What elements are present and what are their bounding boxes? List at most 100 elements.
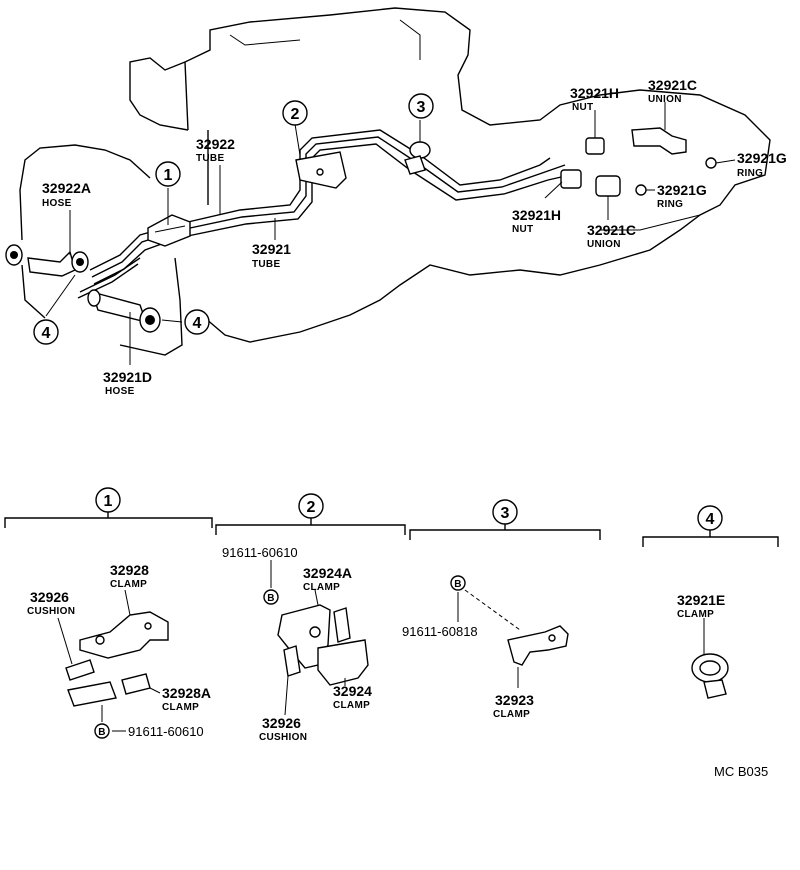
label-32921h-top: 32921H NUT: [570, 85, 619, 113]
svg-text:4: 4: [193, 315, 202, 332]
svg-text:32921C: 32921C: [587, 222, 636, 238]
svg-text:32921H: 32921H: [512, 207, 561, 223]
callout-2-upper: 2: [282, 100, 308, 126]
svg-text:NUT: NUT: [512, 224, 533, 235]
svg-text:32924A: 32924A: [303, 565, 352, 581]
cushion-32926-b-shape: [283, 645, 301, 677]
svg-text:32921E: 32921E: [677, 592, 725, 608]
svg-text:32921G: 32921G: [657, 182, 707, 198]
label-32921: 32921 TUBE: [252, 241, 291, 270]
svg-text:B: B: [98, 727, 106, 738]
clamp-32928-shape: [79, 611, 169, 659]
svg-text:32921: 32921: [252, 241, 291, 257]
svg-text:CUSHION: CUSHION: [27, 606, 75, 617]
bolt-b3: B: [450, 575, 466, 591]
label-32921g-mid: 32921G RING: [657, 182, 707, 210]
svg-text:TUBE: TUBE: [252, 259, 280, 270]
svg-text:32926: 32926: [30, 589, 69, 605]
leader-lines-upper: [45, 102, 736, 365]
clamp-32924-shape: [317, 639, 369, 686]
svg-text:1: 1: [104, 493, 113, 510]
svg-text:CLAMP: CLAMP: [303, 582, 340, 593]
svg-text:32923: 32923: [495, 692, 534, 708]
ring-32921g-mid-shape: [635, 184, 647, 196]
callout-2-detail: 2: [298, 493, 324, 519]
label-32924a: 32924A CLAMP: [303, 565, 352, 593]
svg-text:CLAMP: CLAMP: [493, 709, 530, 720]
bolt-b1: B 91611-60610: [94, 723, 204, 739]
clamp-2-on-tube: [295, 151, 347, 189]
cushion-32926-a-shape: [65, 659, 95, 681]
callout-1-upper: 1: [155, 161, 181, 187]
clamp-32923-shape: [507, 625, 569, 666]
label-32922a: 32922A HOSE: [42, 180, 91, 209]
union-32921c-top-shape: [631, 127, 687, 155]
label-32926-a: 32926 CUSHION: [27, 589, 75, 617]
svg-text:B: B: [454, 579, 462, 590]
callout-3-detail: 3: [492, 499, 518, 525]
detail-4-parts: [691, 618, 729, 699]
clamp-32928a-shape: [67, 681, 117, 707]
callout-1-detail: 1: [95, 487, 121, 513]
svg-text:2: 2: [307, 499, 316, 516]
callout-4-upper-right: 4: [184, 309, 210, 335]
nut-32921h-top-shape: [585, 137, 605, 155]
fittings: [560, 127, 717, 197]
label-32921e: 32921E CLAMP: [677, 592, 725, 620]
svg-text:UNION: UNION: [648, 94, 682, 105]
svg-text:32921G: 32921G: [737, 150, 787, 166]
detail-3-parts: [457, 589, 569, 688]
svg-text:2: 2: [291, 106, 300, 123]
svg-text:3: 3: [417, 99, 426, 116]
label-32921d: 32921D HOSE: [103, 369, 152, 397]
svg-text:1: 1: [164, 167, 173, 184]
svg-text:4: 4: [706, 511, 715, 528]
svg-text:3: 3: [501, 505, 510, 522]
svg-text:RING: RING: [657, 199, 683, 210]
svg-text:32926: 32926: [262, 715, 301, 731]
detail-brackets: [4, 512, 779, 547]
label-32928a: 32928A CLAMP: [162, 685, 211, 713]
bolt-b2-code: 91611-60610: [222, 545, 298, 560]
svg-text:NUT: NUT: [572, 102, 593, 113]
svg-text:32922: 32922: [196, 136, 235, 152]
detail-2-parts: [270, 560, 369, 716]
clamp-1-on-tube: [147, 214, 191, 247]
svg-text:CLAMP: CLAMP: [677, 609, 714, 620]
svg-text:TUBE: TUBE: [196, 153, 224, 164]
svg-text:B: B: [267, 593, 275, 604]
callout-4-upper-left: 4: [33, 319, 59, 345]
svg-text:32924: 32924: [333, 683, 372, 699]
label-32921h-mid: 32921H NUT: [512, 207, 561, 235]
svg-text:32928A: 32928A: [162, 685, 211, 701]
svg-text:CUSHION: CUSHION: [259, 732, 307, 743]
label-32926-b: 32926 CUSHION: [259, 715, 307, 743]
svg-text:CLAMP: CLAMP: [162, 702, 199, 713]
bolt-b2: B: [263, 589, 279, 605]
svg-text:32921C: 32921C: [648, 77, 697, 93]
label-32923: 32923 CLAMP: [493, 692, 534, 720]
label-32928: 32928 CLAMP: [110, 562, 149, 590]
svg-text:32928: 32928: [110, 562, 149, 578]
diagram-code: MC B035: [714, 764, 768, 779]
label-32921g-top: 32921G RING: [737, 150, 787, 179]
svg-text:32922A: 32922A: [42, 180, 91, 196]
svg-text:HOSE: HOSE: [105, 386, 135, 397]
label-32921c-mid: 32921C UNION: [587, 222, 636, 250]
label-32924: 32924 CLAMP: [333, 683, 372, 711]
bolt-b3-code: 91611-60818: [402, 624, 478, 639]
union-32921c-mid-shape: [595, 175, 621, 197]
callout-4-detail: 4: [697, 505, 723, 531]
engine-outline: [19, 7, 771, 356]
ring-32921g-top-shape: [705, 157, 717, 169]
svg-text:91611-60610: 91611-60610: [128, 724, 204, 739]
nut-32921h-mid-shape: [560, 169, 582, 189]
svg-text:RING: RING: [737, 168, 763, 179]
hose-32921d: [87, 289, 161, 333]
svg-text:32921D: 32921D: [103, 369, 152, 385]
callout-3-upper: 3: [408, 93, 434, 119]
svg-text:HOSE: HOSE: [42, 198, 72, 209]
svg-text:CLAMP: CLAMP: [110, 579, 147, 590]
